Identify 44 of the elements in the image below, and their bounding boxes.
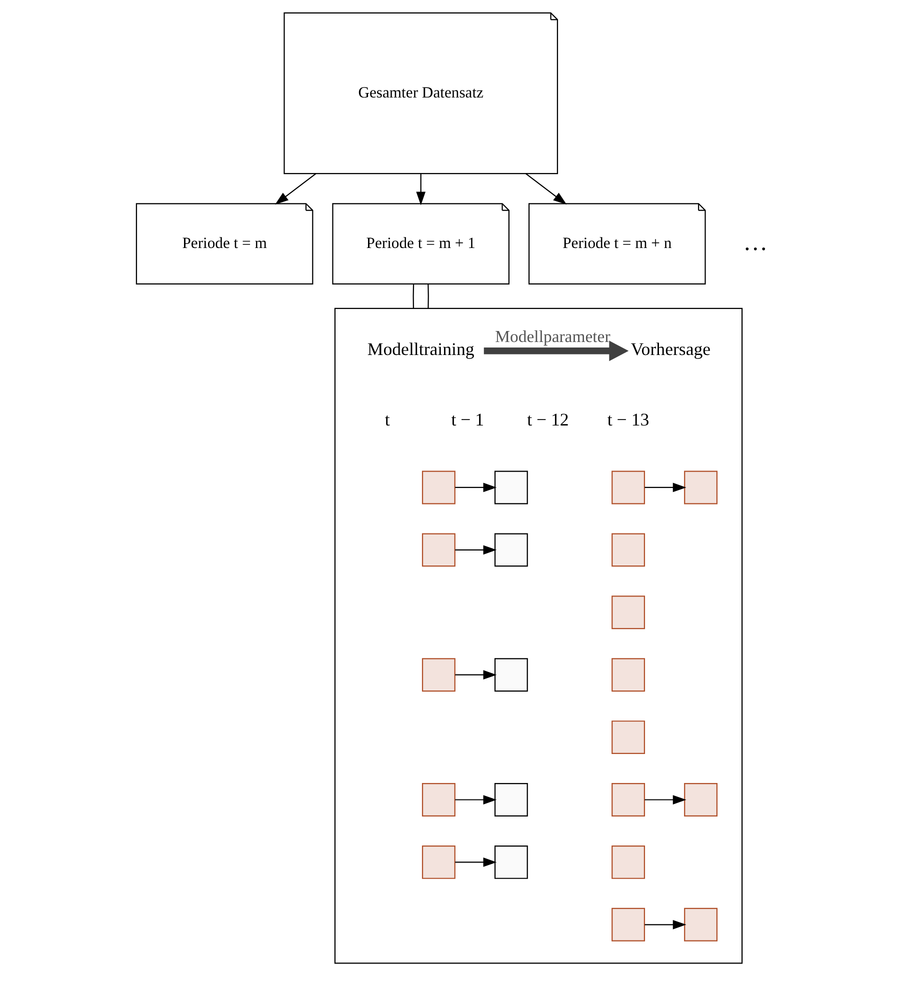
node-box [612,845,646,879]
arrow [526,173,567,205]
arrow [455,482,497,492]
arrow [416,174,426,206]
arrow [455,795,497,804]
node-box [612,533,646,567]
node-box [612,908,646,942]
node-box [612,783,646,816]
arrow [455,670,497,680]
node-text: Modelltraining [367,339,474,360]
node-text: Vorhersage [630,339,711,360]
arrow [644,482,686,492]
node-box [612,470,646,504]
node-box [494,845,528,879]
node-box [422,658,456,692]
arrow [455,545,497,555]
node-box [684,470,718,504]
arrow [275,173,316,205]
node-box [612,596,646,630]
node-box [494,470,528,504]
node-box [494,658,528,692]
label: t − 1 [451,409,484,430]
node-box [494,533,528,567]
node-box [422,533,456,567]
arrow [484,340,629,362]
node-box [684,908,718,942]
edge-label: Modellparameter [495,326,610,346]
label: t − 12 [527,409,569,430]
node-box [612,720,646,754]
arrow [455,858,497,867]
cluster [334,308,743,964]
node-box [422,470,456,504]
node-box [494,783,528,816]
label: … [743,229,768,256]
node-box [684,783,718,816]
label: t [384,409,390,430]
connector [412,284,414,308]
arrow [644,795,686,804]
node-box [612,658,646,692]
node-box [422,845,456,879]
arrow [644,920,686,930]
connector [428,284,429,308]
label: t − 13 [607,409,650,430]
node-box [422,783,456,816]
